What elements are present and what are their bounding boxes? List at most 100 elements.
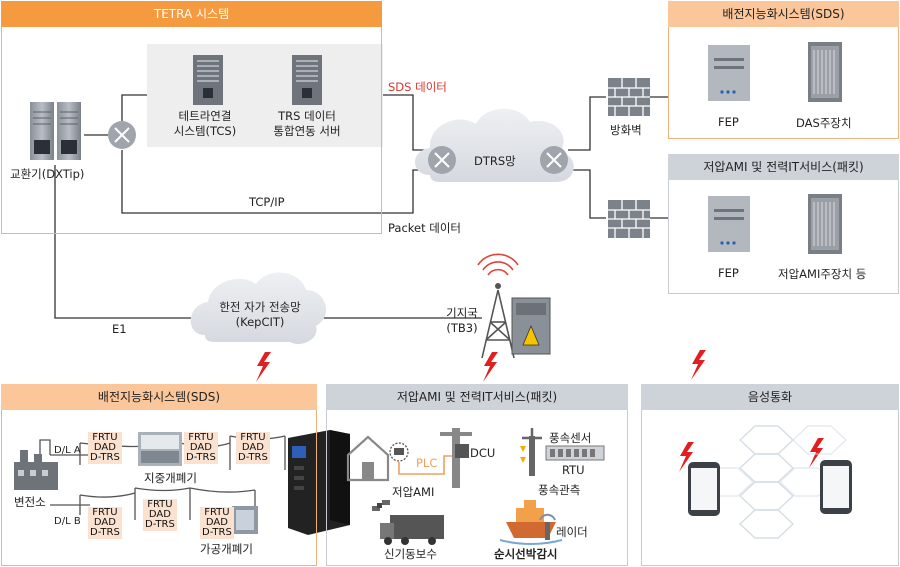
frtu-tag-4-line-1: FRTU	[92, 507, 118, 518]
sds-data-label: SDS 데이터	[388, 80, 447, 94]
exchange-label: 교환기(DXTip)	[10, 167, 85, 181]
connection-lines	[54, 94, 668, 319]
frtu-tag-5-line-1: FRTU	[147, 499, 173, 510]
kepcit-label-line-1: 한전 자가 전송망	[219, 300, 301, 314]
dla-label: D/L A	[54, 445, 81, 456]
das-server-icon	[808, 42, 842, 102]
phone-right-icon	[820, 460, 852, 514]
e1-label: E1	[112, 322, 127, 336]
tower-label: 기지국 (TB3)	[434, 306, 490, 336]
frtu-tag-1-line-1: FRTU	[92, 432, 118, 443]
frtu-tag-4-line-2: DAD	[93, 517, 116, 528]
tcs-label: 테트라연결 시스템(TCS)	[160, 109, 250, 139]
ami-label: 저압AMI	[392, 485, 435, 499]
fep-top-icon	[708, 45, 750, 101]
frtu-tag-2-line-1: FRTU	[188, 432, 214, 443]
tcs-label-line-2: 시스템(TCS)	[173, 124, 237, 138]
meter-icon	[389, 442, 409, 462]
bottom-voice-title: 음성통화	[641, 384, 899, 410]
das-label: DAS주장치	[796, 116, 852, 130]
firewall-top-icon	[608, 78, 650, 116]
server-group-area	[147, 44, 383, 147]
tcs-server-icon	[193, 55, 223, 105]
substation-label: 변전소	[14, 495, 46, 509]
frtu-tag-3-line-3: D-TRS	[238, 452, 268, 463]
frtu-tag-3-line-1: FRTU	[240, 432, 266, 443]
phone-left-icon	[688, 462, 720, 516]
lightning-2-icon	[483, 352, 498, 382]
utility-pole-dcu-icon	[440, 428, 472, 488]
frtu-tag-4-line-3: D-TRS	[90, 527, 120, 538]
plc-line	[398, 455, 456, 475]
radar-icon	[539, 513, 556, 540]
lightning-5-icon	[809, 438, 824, 468]
fep-top-label: FEP	[718, 115, 739, 129]
frtu-tag-2-line-2: DAD	[189, 442, 212, 453]
frtu-tag-3-line-2: DAD	[241, 442, 264, 453]
ami-main-device-icon	[808, 194, 842, 254]
frtu-tag-5-line-2: DAD	[148, 509, 171, 520]
overhead-switch-photo	[232, 506, 258, 534]
sds-top-title: 배전지능화시스템(SDS)	[668, 1, 899, 27]
lightning-3-icon	[691, 350, 706, 380]
tcpip-label: TCP/IP	[249, 195, 285, 209]
underground-switch-label: 지중개폐기	[144, 471, 197, 485]
ami-device-label: 저압AMI주장치 등	[778, 267, 867, 281]
plc-label: PLC	[416, 456, 438, 470]
frtu-tag-6-line-2: DAD	[205, 517, 228, 528]
router-dtrs-left-icon	[428, 146, 456, 174]
ami-top-title: 저압AMI 및 전력IT서비스(패킷)	[668, 154, 899, 180]
dcu-label: DCU	[470, 446, 496, 460]
frtu-tag-6-line-3: D-TRS	[202, 527, 232, 538]
radar-label: 레이더	[556, 525, 588, 539]
wind-sensor-label: 풍속센서	[549, 431, 592, 445]
tower-label-line-1: 기지국	[446, 306, 478, 320]
lightning-1-icon	[256, 352, 271, 382]
lightning-icons	[256, 350, 824, 472]
new-repair-label: 신기동보수	[384, 547, 437, 561]
fep-bottom-icon	[708, 196, 750, 252]
frtu-tag-5-line-3: D-TRS	[145, 519, 175, 530]
kepcit-label: 한전 자가 전송망 (KepCIT)	[210, 300, 310, 330]
kepcit-label-line-2: (KepCIT)	[235, 315, 285, 329]
dtrs-terminal-device-icon	[288, 430, 350, 535]
tcs-label-line-1: 테트라연결	[178, 109, 232, 123]
trs-label-line-2: 통합연동 서버	[273, 124, 341, 138]
bottom-sds-title: 배전지능화시스템(SDS)	[1, 384, 317, 410]
trs-label: TRS 데이터 통합연동 서버	[262, 109, 352, 139]
frtu-tag-1-line-2: DAD	[93, 442, 116, 453]
bottom-ami-title: 저압AMI 및 전력IT서비스(패킷)	[326, 384, 628, 410]
fep-bottom-label: FEP	[718, 266, 739, 280]
substation-icon	[14, 450, 58, 490]
base-station-tower-icon	[477, 253, 551, 359]
wind-obs-label: 풍속관측	[538, 483, 581, 497]
tetra-system-title: TETRA 시스템	[1, 1, 382, 27]
ship-watch-label: 순시선박감시	[494, 547, 558, 561]
ship-icon	[499, 500, 563, 545]
house-icon	[346, 435, 390, 482]
frtu-tag-6-line-1: FRTU	[204, 507, 230, 518]
firewall-label: 방화벽	[610, 123, 642, 137]
router-dtrs-right-icon	[540, 146, 568, 174]
bottom-voice-box	[641, 384, 899, 566]
dtrs-label: DTRS망	[474, 154, 516, 168]
underground-switch-photo	[138, 432, 182, 466]
firewall-bottom-icon	[608, 200, 650, 238]
frtu-tag-1-line-3: D-TRS	[90, 452, 120, 463]
satellite-icon	[372, 500, 390, 511]
packet-data-label: Packet 데이터	[388, 221, 462, 235]
exchange-server-icon	[30, 102, 81, 160]
dlb-label: D/L B	[54, 516, 81, 527]
rtu-label: RTU	[562, 463, 585, 477]
kepcit-cloud	[190, 272, 327, 345]
trs-server-icon	[292, 55, 322, 105]
router-tetra-icon	[108, 121, 136, 149]
frtu-tag-2-line-3: D-TRS	[186, 452, 216, 463]
trs-label-line-1: TRS 데이터	[278, 109, 336, 123]
